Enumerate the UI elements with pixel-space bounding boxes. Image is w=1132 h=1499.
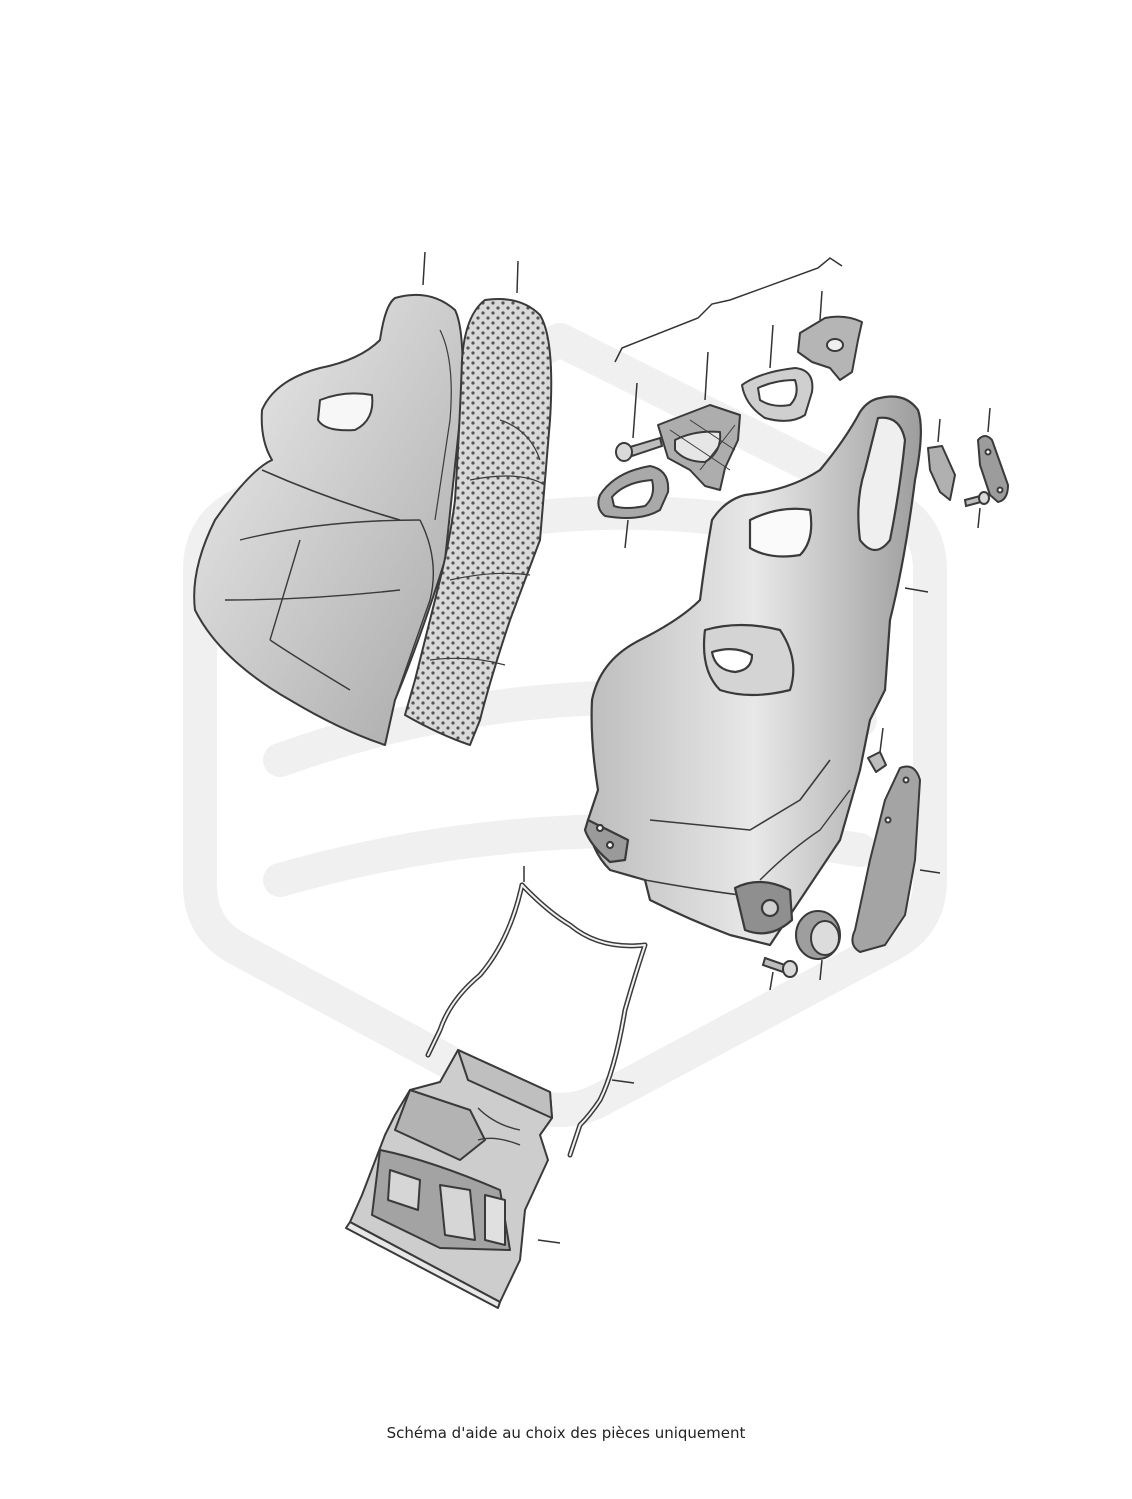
belt-guide-trim[interactable] <box>741 367 814 422</box>
callout-line <box>977 507 981 529</box>
callout-line <box>987 407 991 433</box>
clip[interactable] <box>867 751 887 773</box>
callout-line <box>537 1239 561 1244</box>
callout-line <box>422 251 426 286</box>
side-cover-plate[interactable] <box>977 435 1009 503</box>
callout-line <box>624 519 629 549</box>
side-panel-lower[interactable] <box>851 765 921 953</box>
diagram-caption: Schéma d'aide au choix des pièces unique… <box>386 1424 746 1442</box>
callout-line <box>904 587 929 593</box>
callout-line <box>919 869 941 874</box>
callout-line <box>819 290 823 321</box>
side-trim-upper[interactable] <box>927 445 956 501</box>
seat-shell[interactable] <box>583 395 922 947</box>
callout-line <box>819 959 823 981</box>
callout-line <box>937 418 941 443</box>
screw-upper[interactable] <box>615 436 664 462</box>
backrest-foam-perforated[interactable] <box>404 298 553 746</box>
callout-line <box>632 382 638 439</box>
adjust-knob[interactable] <box>795 910 841 960</box>
screw-lower[interactable] <box>761 956 798 978</box>
seat-cushion-pan[interactable] <box>345 1049 553 1309</box>
callout-line <box>879 727 884 753</box>
callout-line <box>704 351 709 401</box>
belt-guide-bracket[interactable] <box>657 404 741 491</box>
group-bracket-line <box>614 257 843 363</box>
belt-guide-housing[interactable] <box>797 315 863 381</box>
headrest-trim-ring[interactable] <box>597 465 670 519</box>
callout-line <box>611 1079 635 1084</box>
callout-line <box>516 260 519 294</box>
seat-frame-wire[interactable] <box>425 882 648 1158</box>
callout-line <box>769 971 774 991</box>
screw-side[interactable] <box>963 491 990 508</box>
callout-line <box>769 324 774 369</box>
